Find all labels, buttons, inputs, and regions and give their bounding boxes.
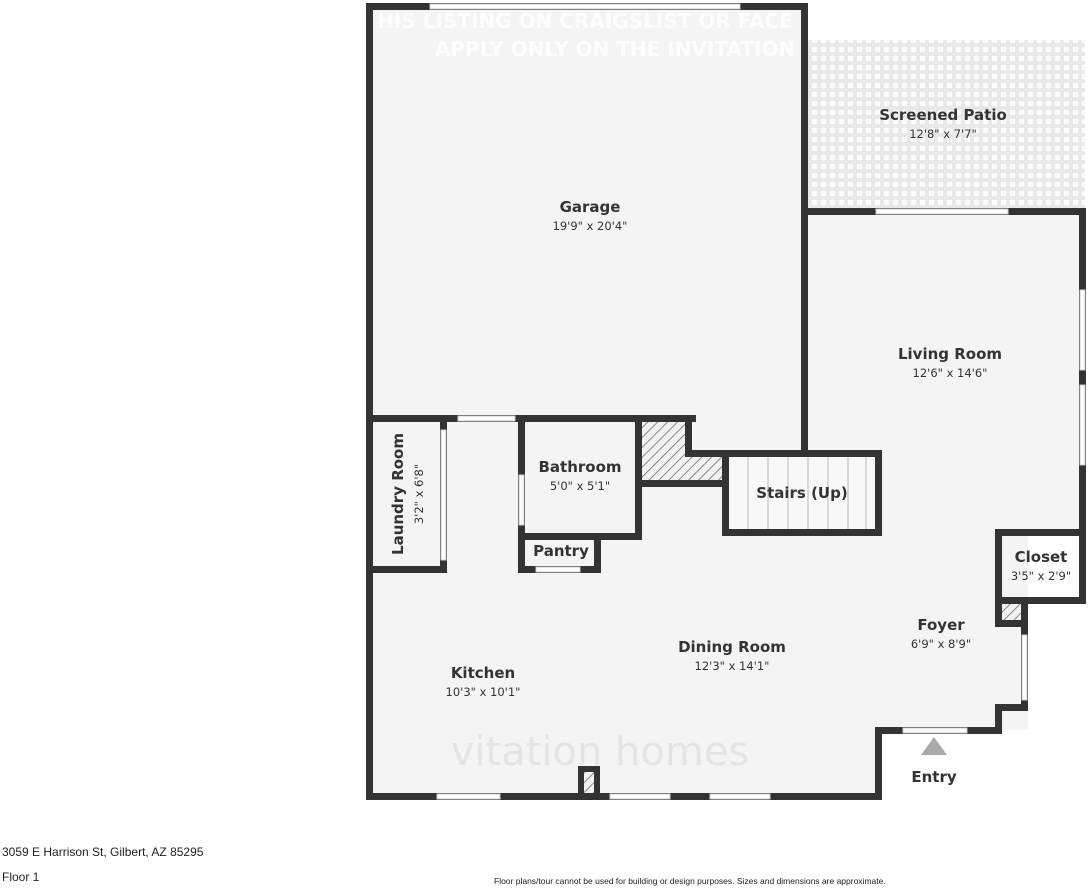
dining-room-dim: 12'3" x 14'1" xyxy=(695,659,770,673)
hatched-chase xyxy=(642,422,685,480)
windows xyxy=(429,3,1086,800)
patio-dim: 12'8" x 7'7" xyxy=(909,127,977,141)
hatched-chase xyxy=(685,457,722,480)
hatched-chase xyxy=(1002,604,1021,620)
living-room-label: Living Room xyxy=(898,345,1002,363)
watermark-brand: vitation homes xyxy=(451,729,750,775)
stairs-label: Stairs (Up) xyxy=(756,484,847,502)
bathroom-label: Bathroom xyxy=(538,458,621,476)
disclaimer: Floor plans/tour cannot be used for buil… xyxy=(494,876,886,886)
watermark-line2: APPLY ONLY ON THE INVITATION xyxy=(435,37,795,61)
floor-fill xyxy=(366,3,1086,800)
garage-dim: 19'9" x 20'4" xyxy=(553,219,628,233)
closet-dim: 3'5" x 2'9" xyxy=(1011,569,1071,583)
bathroom-dim: 5'0" x 5'1" xyxy=(550,479,610,493)
pantry-label: Pantry xyxy=(533,542,589,560)
kitchen-dim: 10'3" x 10'1" xyxy=(446,685,521,699)
closet-label: Closet xyxy=(1015,548,1068,566)
living-room-dim: 12'6" x 14'6" xyxy=(913,366,988,380)
patio-label: Screened Patio xyxy=(879,106,1007,124)
entry-label: Entry xyxy=(911,768,956,786)
dining-room-label: Dining Room xyxy=(678,638,786,656)
address: 3059 E Harrison St, Gilbert, AZ 85295 xyxy=(2,845,204,859)
laundry-label: Laundry Room xyxy=(389,433,407,555)
foyer-label: Foyer xyxy=(917,616,965,634)
foyer-dim: 6'9" x 8'9" xyxy=(911,637,971,651)
watermark-line1: HIS LISTING ON CRAIGSLIST OR FACE xyxy=(377,9,793,33)
kitchen-label: Kitchen xyxy=(451,664,515,682)
patio-floor xyxy=(808,40,1085,210)
entry-arrow-icon xyxy=(921,737,947,755)
hatched-chase xyxy=(584,772,594,793)
stairs-steps xyxy=(729,457,875,529)
floor-label: Floor 1 xyxy=(2,870,40,884)
garage-label: Garage xyxy=(560,198,621,216)
laundry-dim: 3'2" x 6'8" xyxy=(412,464,426,524)
